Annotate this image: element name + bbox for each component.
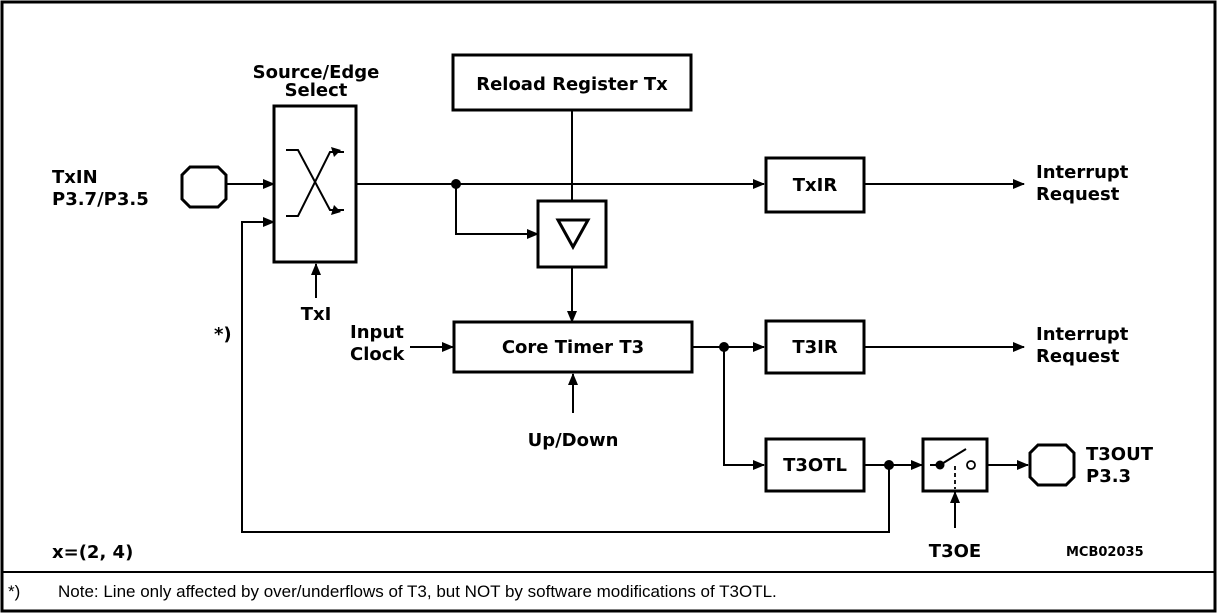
txin-label-line2: P3.7/P3.5 [52,189,149,210]
t3otl-label: T3OTL [783,455,847,476]
interrupt-request-2-line1: Interrupt [1036,324,1129,345]
t3otl-block [764,437,866,493]
txir-block [764,156,866,214]
branch-to-triangle-line [455,184,539,239]
footnote-marker-label: *) [214,324,232,345]
txin-pin [180,165,228,209]
txir-label: TxIR [793,175,838,196]
source-edge-select-label-line2: Select [285,80,348,101]
input-clock-label-line2: Clock [350,344,405,365]
triangle-icon [555,218,591,251]
t3out-pin [1028,443,1076,487]
txi-label: TxI [301,304,332,325]
x-parameter-label: x=(2, 4) [52,542,133,563]
figure-code: MCB02035 [1066,545,1144,560]
up-down-label: Up/Down [528,430,619,451]
footnote-marker: *) [8,582,20,601]
reload-register-label: Reload Register Tx [476,74,668,95]
t3oe-label: T3OE [929,541,981,562]
t3out-label-line1: T3OUT [1086,444,1154,465]
footnote-text: Note: Line only affected by over/underfl… [58,582,777,601]
edge-select-cross-icon [286,147,344,217]
interrupt-request-1-line2: Request [1036,184,1120,205]
switch-icon [930,448,976,489]
reload-trigger-block [536,199,608,269]
interrupt-request-2-line2: Request [1036,346,1120,367]
feedback-line [241,217,890,533]
core-timer-label: Core Timer T3 [502,337,644,358]
source-edge-select-label-line1: Source/Edge [253,62,380,83]
reload-register-block [451,53,693,112]
txin-label-line1: TxIN [52,167,98,188]
t3out-label-line2: P3.3 [1086,466,1131,487]
t3ir-label: T3IR [792,337,838,358]
branch-to-t3otl-line [723,347,765,470]
input-clock-label-line1: Input [350,322,404,343]
interrupt-request-1-line1: Interrupt [1036,162,1129,183]
